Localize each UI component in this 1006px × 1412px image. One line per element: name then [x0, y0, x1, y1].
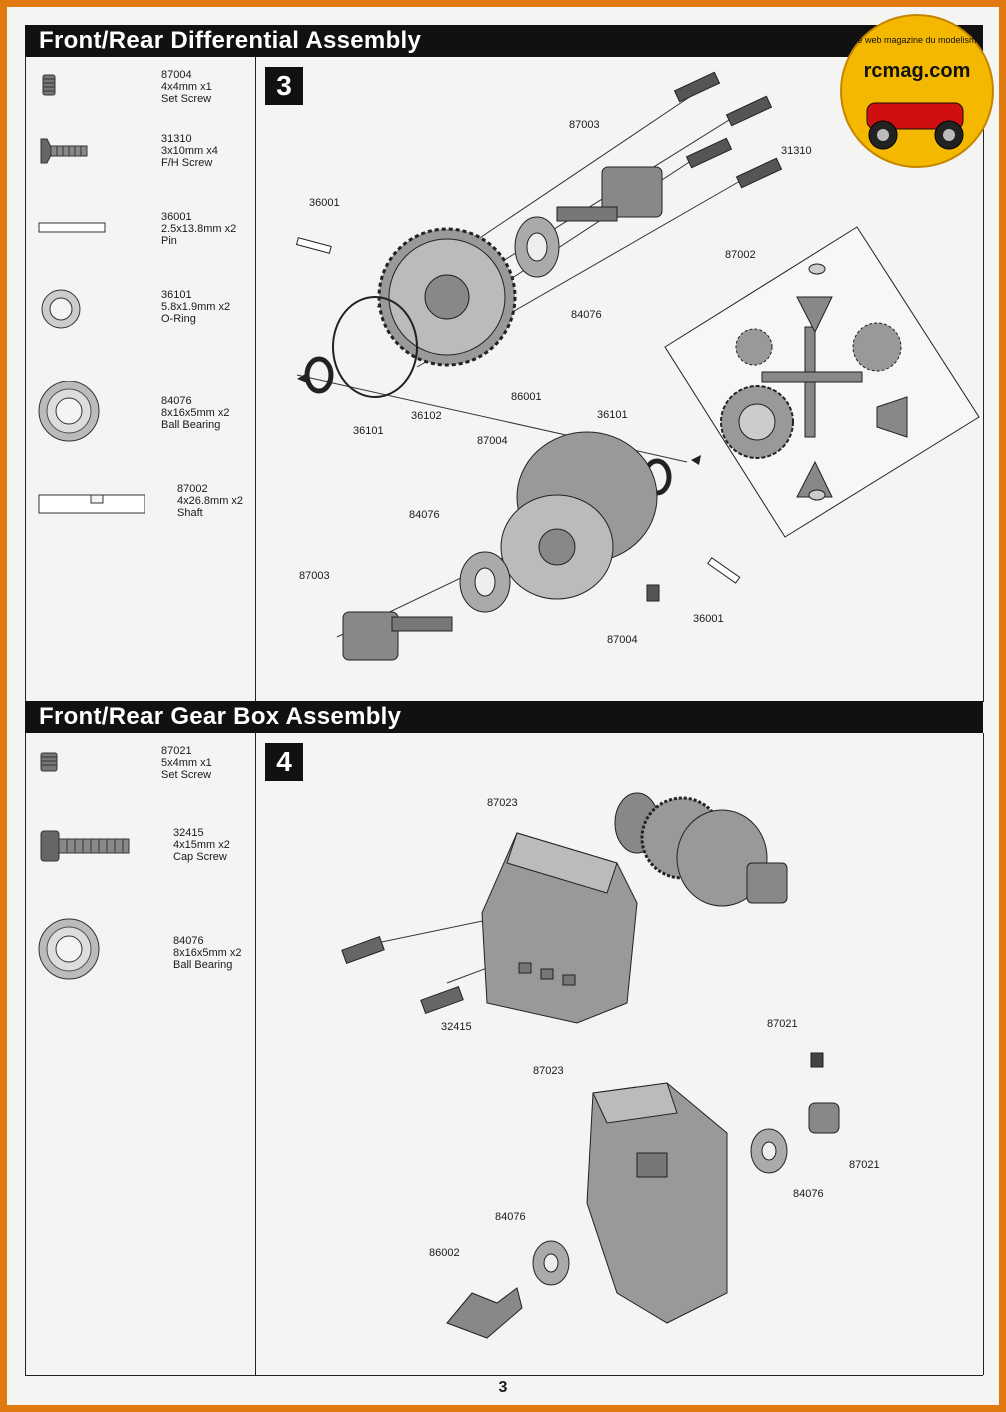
- part-name: F/H Screw: [161, 157, 213, 169]
- flat-head-screw-icon: [35, 133, 145, 193]
- section-header-differential: Front/Rear Differential Assembly: [25, 25, 983, 57]
- part-size: 8x16x5mm x2: [161, 407, 230, 419]
- part-number: 31310: [161, 133, 192, 145]
- part-size: 3x10mm x4: [161, 145, 218, 157]
- cap-screw-icon: [35, 827, 145, 887]
- pin-icon: [35, 211, 145, 271]
- callout-31310: 31310: [781, 145, 812, 157]
- part-number: 87021: [161, 745, 192, 757]
- callout-36101: 36101: [353, 425, 384, 437]
- part-number: 84076: [173, 935, 204, 947]
- callout-87003-bottom: 87003: [299, 570, 330, 582]
- part-number: 87004: [161, 69, 192, 81]
- part-row-ball-bearing: 84076 8x16x5mm x2 Ball Bearing: [35, 380, 253, 451]
- section-title: Front/Rear Differential Assembly: [39, 27, 422, 54]
- step-number-badge: 4: [265, 743, 303, 781]
- callout-36001-bottom: 36001: [693, 613, 724, 625]
- ring-gear: [377, 227, 517, 367]
- screw-group: [673, 71, 783, 189]
- column-divider: [255, 57, 256, 702]
- callout-87021: 87021: [767, 1018, 798, 1030]
- part-number: 87002: [177, 483, 208, 495]
- part-row-ball-bearing: 84076 8x16x5mm x2 Ball Bearing: [35, 917, 253, 987]
- callout-84076: 84076: [571, 309, 602, 321]
- section-border-right: [983, 57, 984, 702]
- diff-case: [500, 431, 658, 600]
- callout-87021-lower: 87021: [849, 1159, 880, 1171]
- callout-87002: 87002: [725, 249, 756, 261]
- part-name: Set Screw: [161, 93, 212, 105]
- logo-brand: rcmag.com: [864, 60, 971, 82]
- part-number: 32415: [173, 827, 204, 839]
- part-row-set-screw: 87021 5x4mm x1 Set Screw: [35, 745, 253, 805]
- page-number: 3: [498, 1379, 508, 1396]
- section-border-right: [983, 733, 984, 1375]
- set-screw-icon: [35, 69, 145, 129]
- callout-36001: 36001: [309, 197, 340, 209]
- part-row-set-screw: 87004 4x4mm x1 Set Screw: [35, 69, 253, 129]
- callout-86001: 86001: [511, 391, 542, 403]
- part-name: Set Screw: [161, 769, 212, 781]
- part-row-shaft: 87002 4x26.8mm x2 Shaft: [35, 483, 253, 543]
- part-size: 4x4mm x1: [161, 81, 212, 93]
- ball-bearing-icon: [35, 380, 145, 451]
- column-divider: [255, 733, 256, 1375]
- shaft-icon: [35, 483, 151, 543]
- page-bottom-rule: [25, 1375, 983, 1376]
- part-name: Pin: [161, 235, 177, 247]
- callout-36102: 36102: [411, 410, 442, 422]
- part-row-o-ring: 36101 5.8x1.9mm x2 O-Ring: [35, 289, 253, 349]
- callout-36101-right: 36101: [597, 409, 628, 421]
- part-row-cap-screw: 32415 4x15mm x2 Cap Screw: [35, 827, 253, 887]
- gear-set-inset: [664, 226, 980, 538]
- part-size: 4x26.8mm x2: [177, 495, 244, 507]
- gearbox-housing-lower: [586, 1082, 728, 1324]
- part-name: O-Ring: [161, 313, 196, 325]
- callout-86002: 86002: [429, 1247, 460, 1259]
- callout-84076-bottom: 84076: [409, 509, 440, 521]
- part-size: 2.5x13.8mm x2: [161, 223, 237, 235]
- ball-bearing-icon: [35, 917, 145, 987]
- part-row-pin: 36001 2.5x13.8mm x2 Pin: [35, 211, 253, 271]
- part-size: 4x15mm x2: [173, 839, 230, 851]
- set-screw-icon: [35, 745, 145, 805]
- part-size: 5.8x1.9mm x2: [161, 301, 231, 313]
- callout-87004-bottom: 87004: [607, 634, 638, 646]
- callout-84076-left: 84076: [495, 1211, 526, 1223]
- callout-87003: 87003: [569, 119, 600, 131]
- diff-assembly: [614, 792, 788, 907]
- outdrive-bottom: [342, 611, 453, 661]
- manual-page: Front/Rear Differential Assembly 87004 4…: [7, 7, 999, 1405]
- part-number: 84076: [161, 395, 192, 407]
- part-row-fh-screw: 31310 3x10mm x4 F/H Screw: [35, 133, 253, 193]
- logo-tagline: Le web magazine du modelisme: [852, 35, 981, 45]
- gearbox-housing-upper: [481, 832, 638, 1024]
- rcmag-logo[interactable]: rcmag.com Le web magazine du modelisme: [839, 13, 995, 169]
- step-number-badge: 3: [265, 67, 303, 105]
- callout-87023-lower: 87023: [533, 1065, 564, 1077]
- part-name: Ball Bearing: [173, 959, 233, 971]
- part-size: 5x4mm x1: [161, 757, 212, 769]
- callout-84076: 84076: [793, 1188, 824, 1200]
- part-name: Ball Bearing: [161, 419, 221, 431]
- part-name: Shaft: [177, 507, 203, 519]
- section-title: Front/Rear Gear Box Assembly: [39, 703, 402, 730]
- outdrive-top: [556, 166, 663, 222]
- section-border-left: [25, 733, 26, 1375]
- callout-87023: 87023: [487, 797, 518, 809]
- gearbox-exploded-diagram: [341, 792, 840, 1339]
- section-header-gearbox: Front/Rear Gear Box Assembly: [25, 701, 983, 733]
- part-number: 36101: [161, 289, 192, 301]
- callout-32415: 32415: [441, 1021, 472, 1033]
- part-size: 8x16x5mm x2: [173, 947, 242, 959]
- differential-exploded-diagram: [295, 71, 980, 661]
- o-ring-icon: [35, 289, 145, 349]
- section-border-left: [25, 57, 26, 702]
- part-name: Cap Screw: [173, 851, 227, 863]
- callout-87004: 87004: [477, 435, 508, 447]
- part-number: 36001: [161, 211, 192, 223]
